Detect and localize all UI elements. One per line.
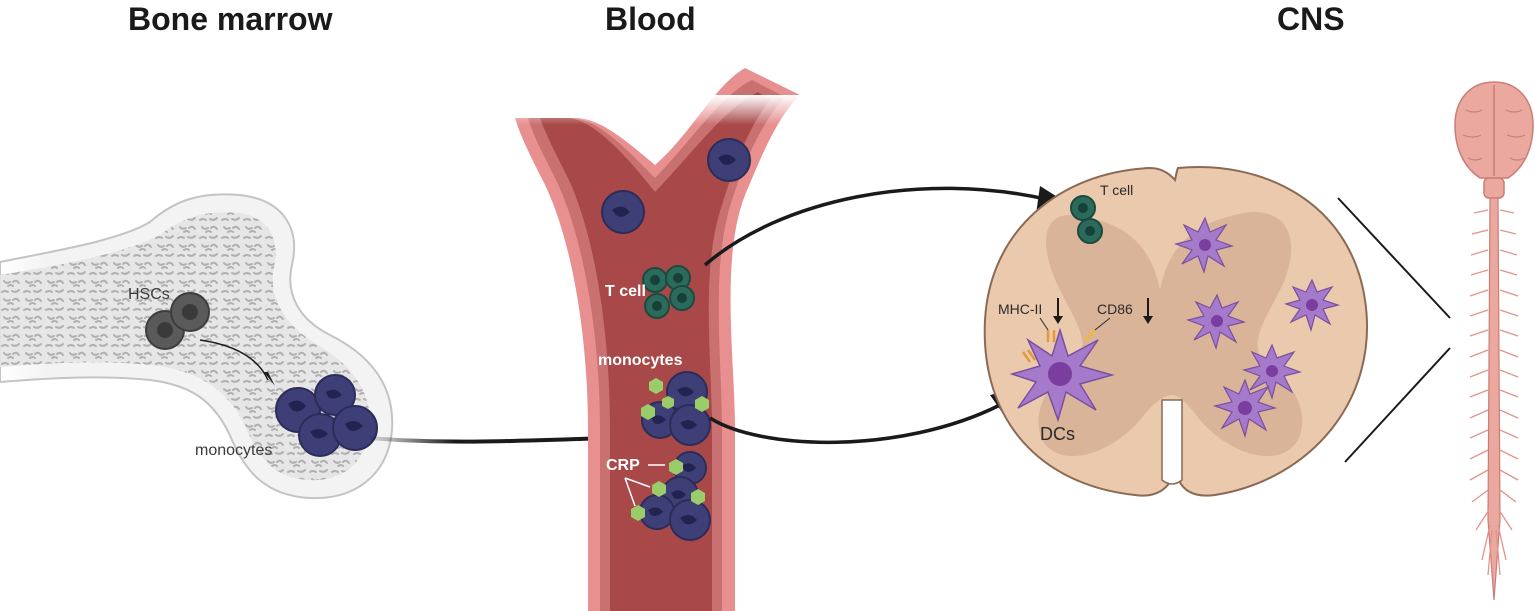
bone-to-blood-arrow <box>369 436 611 444</box>
dendritic-cell-4 <box>1241 343 1303 401</box>
label-hscs: HSCs <box>128 286 170 303</box>
zoom-line-top <box>1337 197 1451 319</box>
cd86-receptor <box>1083 328 1097 342</box>
cd86-pointer <box>1094 317 1111 331</box>
spinal-cord-section <box>983 166 1368 497</box>
blood-monocyte-cluster <box>641 371 711 446</box>
title-cns: CNS <box>1277 1 1345 37</box>
crp-pointer-lines <box>624 464 665 507</box>
blood-tcell-cluster <box>642 265 695 319</box>
blood-crp-monocyte-cluster <box>631 451 711 541</box>
label-cns-tcell: T cell <box>1100 182 1133 198</box>
dendritic-cell-1 <box>1173 216 1235 275</box>
dendritic-cell-5 <box>1212 378 1278 439</box>
label-cd86: CD86 <box>1097 301 1133 317</box>
dendritic-cell-large <box>1009 327 1115 423</box>
hsc-arrowhead <box>264 372 275 386</box>
title-blood: Blood <box>605 1 696 37</box>
mhc2-receptors <box>1021 330 1056 363</box>
brain-spine-illustration <box>1454 81 1534 601</box>
blood-vessel <box>500 68 820 611</box>
hsc-cells <box>145 292 210 350</box>
mhc2-down-arrow <box>1053 298 1063 324</box>
label-blood-tcell: T cell <box>605 283 646 300</box>
label-crp: CRP <box>606 457 640 474</box>
label-mhc2: MHC-II <box>998 301 1042 317</box>
label-dcs: DCs <box>1040 424 1075 444</box>
dendritic-cell-2 <box>1185 293 1247 351</box>
hsc-to-monocyte-arrow <box>199 339 269 381</box>
blood-monocyte-top <box>601 138 751 234</box>
cd86-down-arrow <box>1143 298 1153 324</box>
tcell-to-cns-arrow <box>703 186 1051 267</box>
label-blood-monocytes: monocytes <box>598 352 683 369</box>
zoom-line-bottom <box>1344 347 1451 463</box>
mhc2-pointer <box>1039 317 1049 331</box>
label-bm-monocytes: monocytes <box>195 442 272 459</box>
monocyte-to-cns-arrow <box>709 403 1001 444</box>
title-bone-marrow: Bone marrow <box>128 1 333 37</box>
cns-tcell-pair <box>1070 195 1103 244</box>
bm-monocyte-cluster <box>275 374 378 457</box>
dendritic-cell-3 <box>1284 278 1341 333</box>
